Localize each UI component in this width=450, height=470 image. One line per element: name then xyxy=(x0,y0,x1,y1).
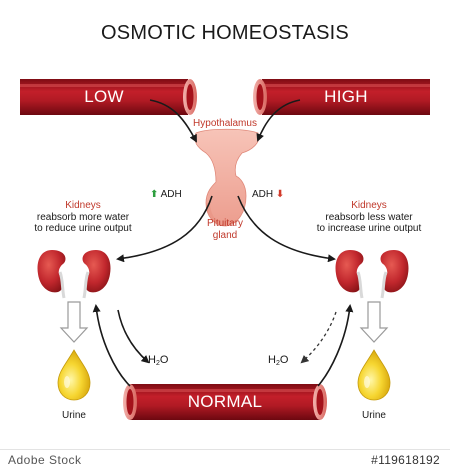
right-kidneys-line2: to increase urine output xyxy=(316,223,422,234)
pituitary-label-line2: gland xyxy=(212,229,238,241)
vessel-low xyxy=(20,79,197,115)
vessel-normal xyxy=(123,384,327,420)
vessel-normal-label: NORMAL xyxy=(187,392,263,411)
water-label-right: H2O xyxy=(268,354,288,367)
arrow-normal-to-right-kidneys xyxy=(317,304,354,387)
arrow-right-kidneys-water-to-normal xyxy=(300,311,337,364)
vessel-high-label: HIGH xyxy=(324,87,368,106)
arrow-low-to-hypothalamus xyxy=(149,99,197,143)
arrow-up-icon: ⬆ xyxy=(150,189,159,200)
arrow-down-icon: ⬇ xyxy=(275,189,285,200)
adh-decrease-text: ADH xyxy=(252,189,274,200)
adh-increase-label: ⬆ ADH xyxy=(150,189,200,201)
left-urine-label: Urine xyxy=(62,410,86,421)
water-suffix-right: O xyxy=(279,354,289,366)
water-subscript-left: 2 xyxy=(155,360,160,367)
arrow-normal-to-left-kidneys xyxy=(92,304,131,387)
vessel-low-label: LOW xyxy=(84,87,124,106)
left-kidneys-heading: Kidneys xyxy=(65,200,101,211)
stock-brand: Adobe Stock xyxy=(8,453,82,467)
left-kidneys-line1: reabsorb more water xyxy=(36,211,130,223)
water-subscript-right: 2 xyxy=(275,360,280,367)
water-suffix-left: O xyxy=(159,354,169,366)
water-label-left: H2O xyxy=(148,354,168,367)
adh-decrease-label: ADH ⬇ xyxy=(252,189,302,201)
diagram-canvas xyxy=(20,79,430,420)
arrow-pituitary-to-right-kidneys xyxy=(237,195,336,263)
pituitary-gland-shape xyxy=(194,128,260,227)
water-symbol-right: H xyxy=(268,354,276,366)
left-urine-flow-arrow xyxy=(59,301,89,343)
arrow-left-kidneys-water-to-normal xyxy=(117,309,150,364)
left-kidneys-line2: to reduce urine output xyxy=(34,223,132,234)
left-kidneys-text: Kidneys reabsorb more water to reduce ur… xyxy=(8,200,158,235)
right-kidneys-heading: Kidneys xyxy=(351,200,387,211)
water-symbol-left: H xyxy=(148,354,156,366)
pituitary-label: Pituitary gland xyxy=(190,218,260,241)
left-urine-drop-icon xyxy=(57,349,91,401)
right-kidneys-line1: reabsorb less water xyxy=(325,211,413,223)
right-kidneys-icon xyxy=(335,250,409,299)
right-kidneys-text: Kidneys reabsorb less water to increase … xyxy=(294,200,444,235)
vessel-high xyxy=(253,79,430,115)
pituitary-label-line1: Pituitary xyxy=(206,218,244,229)
left-kidneys-icon xyxy=(37,250,111,299)
right-urine-drop-icon xyxy=(357,349,391,401)
diagram-title: OSMOTIC HOMEOSTASIS xyxy=(101,22,349,44)
stock-footer: Adobe Stock #119618192 xyxy=(0,449,450,470)
right-urine-label: Urine xyxy=(362,410,386,421)
right-urine-flow-arrow xyxy=(359,301,389,343)
hypothalamus-label: Hypothalamus xyxy=(193,118,257,129)
adh-increase-text: ADH xyxy=(160,189,182,200)
stock-image-id: #119618192 xyxy=(371,453,440,467)
arrow-pituitary-to-left-kidneys xyxy=(116,195,213,263)
arrow-high-to-hypothalamus xyxy=(256,99,301,142)
